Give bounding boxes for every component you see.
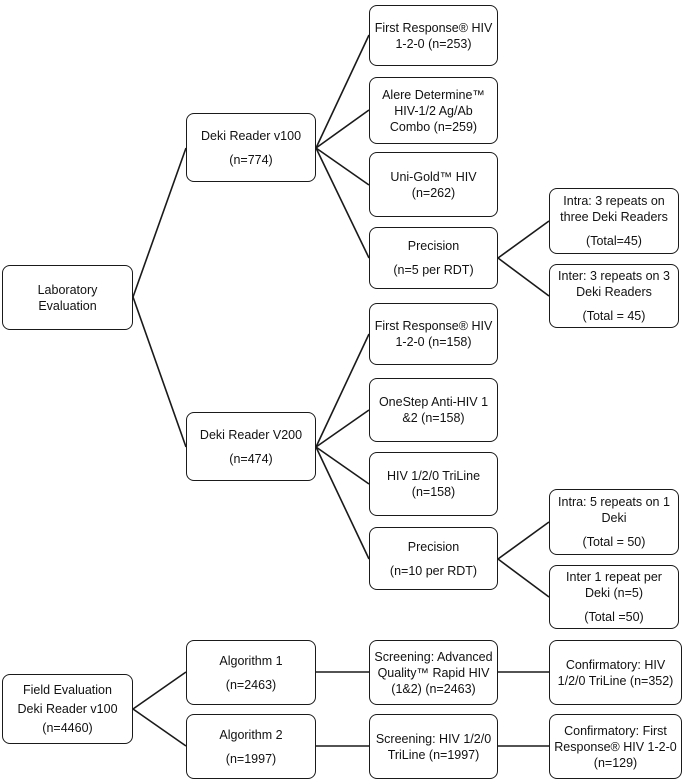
node-label: HIV 1/2/0 TriLine	[386, 469, 481, 483]
connector	[497, 521, 550, 560]
connector	[315, 446, 370, 560]
connector	[315, 34, 370, 149]
node-label: (Total=45)	[586, 234, 642, 248]
node-label: Evaluation	[38, 298, 97, 313]
node-label: three Deki Readers	[560, 210, 668, 224]
connector	[315, 147, 370, 259]
node-label: Precision	[407, 539, 460, 554]
node-label: (Total = 45)	[582, 309, 646, 323]
node-label: (Total = 50)	[582, 535, 646, 549]
node-label: First Response® HIV	[374, 319, 493, 333]
algorithm-2-box: Algorithm 2 (n=1997)	[186, 714, 316, 779]
node-label: First Response® HIV	[374, 20, 493, 35]
field-evaluation-box: Field Evaluation Deki Reader v100 (n=446…	[2, 674, 133, 744]
node-label: (n=5 per RDT)	[393, 263, 474, 277]
node-label: Deki Readers	[576, 285, 652, 299]
node-label: Precision	[407, 239, 460, 253]
node-label: Intra: 3 repeats on	[563, 194, 665, 208]
node-label: Deki (n=5)	[584, 586, 643, 600]
node-label: Deki	[601, 511, 627, 525]
algorithm-1-box: Algorithm 1 (n=2463)	[186, 640, 316, 705]
node-label: Confirmatory: HIV	[565, 657, 666, 672]
node-label: Inter 1 repeat per	[566, 570, 662, 584]
node-label: Deki Reader V200	[199, 427, 303, 442]
algorithm-1-confirmatory-box: Confirmatory: HIV 1/2/0 TriLine (n=352)	[549, 640, 682, 705]
connector	[315, 109, 370, 149]
connector	[132, 296, 187, 448]
v200-precision-box: Precision (n=10 per RDT)	[369, 527, 498, 590]
v200-triline-box: HIV 1/2/0 TriLine (n=158)	[369, 452, 498, 516]
connector	[132, 147, 187, 298]
v100-uni-gold-box: Uni-Gold™ HIV (n=262)	[369, 152, 498, 217]
node-label: 1-2-0 (n=253)	[395, 36, 472, 51]
node-label: (n=158)	[411, 485, 456, 499]
node-label: Algorithm 2	[219, 727, 283, 742]
laboratory-evaluation-box: Laboratory Evaluation	[2, 265, 133, 330]
node-label: (n=262)	[411, 185, 456, 200]
v200-intra-precision-box: Intra: 5 repeats on 1 Deki (Total = 50)	[549, 489, 679, 555]
connector	[132, 671, 187, 710]
v100-first-response-box: First Response® HIV 1-2-0 (n=253)	[369, 5, 498, 66]
connector	[497, 220, 550, 259]
connector	[497, 257, 550, 297]
node-label: (Total =50)	[584, 610, 644, 624]
algorithm-1-screening-box: Screening: Advanced Quality™ Rapid HIV (…	[369, 640, 498, 705]
node-label: Deki Reader v100	[200, 128, 302, 143]
node-label: 1/2/0 TriLine (n=352)	[557, 673, 674, 688]
node-label: Alere Determine™	[382, 87, 485, 102]
deki-reader-v200-box: Deki Reader V200 (n=474)	[186, 412, 316, 481]
node-label: (1&2) (n=2463)	[391, 681, 476, 696]
node-label: Deki Reader v100	[17, 702, 118, 716]
deki-reader-v100-box: Deki Reader v100 (n=774)	[186, 113, 316, 182]
algorithm-2-screening-box: Screening: HIV 1/2/0 TriLine (n=1997)	[369, 714, 498, 779]
node-label: Confirmatory: First	[564, 723, 667, 738]
node-label: Combo (n=259)	[389, 119, 478, 134]
node-label: OneStep Anti-HIV 1	[378, 395, 489, 409]
node-label: Laboratory	[37, 282, 98, 297]
node-label: 1-2-0 (n=158)	[395, 335, 472, 349]
node-label: &2 (n=158)	[402, 411, 465, 425]
node-label: Screening: Advanced	[374, 649, 493, 664]
node-count: (n=774)	[229, 152, 273, 167]
v100-inter-precision-box: Inter: 3 repeats on 3 Deki Readers (Tota…	[549, 264, 679, 328]
node-count: (n=2463)	[225, 677, 277, 692]
v200-first-response-box: First Response® HIV 1-2-0 (n=158)	[369, 303, 498, 365]
node-label: HIV-1/2 Ag/Ab	[394, 103, 473, 118]
v100-alere-determine-box: Alere Determine™ HIV-1/2 Ag/Ab Combo (n=…	[369, 77, 498, 144]
node-label: Algorithm 1	[219, 653, 283, 668]
algorithm-2-confirmatory-box: Confirmatory: First Response® HIV 1-2-0 …	[549, 714, 682, 779]
node-label: Quality™ Rapid HIV	[377, 665, 490, 680]
connector	[315, 333, 370, 448]
v100-intra-precision-box: Intra: 3 repeats on three Deki Readers (…	[549, 188, 679, 254]
connector	[315, 409, 370, 448]
v200-onestep-box: OneStep Anti-HIV 1 &2 (n=158)	[369, 378, 498, 442]
connector	[132, 708, 187, 747]
connector	[315, 147, 370, 186]
node-count: (n=4460)	[42, 721, 93, 735]
connector	[497, 558, 550, 598]
node-label: Field Evaluation	[23, 683, 112, 697]
node-label: Response® HIV 1-2-0	[554, 739, 677, 754]
connector	[315, 446, 370, 485]
node-label: Uni-Gold™ HIV	[390, 169, 477, 184]
node-label: TriLine (n=1997)	[387, 747, 480, 762]
node-count: (n=1997)	[225, 751, 277, 766]
node-label: (n=129)	[593, 755, 638, 770]
v200-inter-precision-box: Inter 1 repeat per Deki (n=5) (Total =50…	[549, 565, 679, 629]
node-count: (n=474)	[229, 451, 273, 466]
node-label: Inter: 3 repeats on 3	[558, 269, 670, 283]
node-label: Intra: 5 repeats on 1	[558, 495, 670, 509]
node-label: Screening: HIV 1/2/0	[375, 731, 492, 746]
v100-precision-box: Precision (n=5 per RDT)	[369, 227, 498, 289]
node-label: (n=10 per RDT)	[389, 563, 478, 578]
